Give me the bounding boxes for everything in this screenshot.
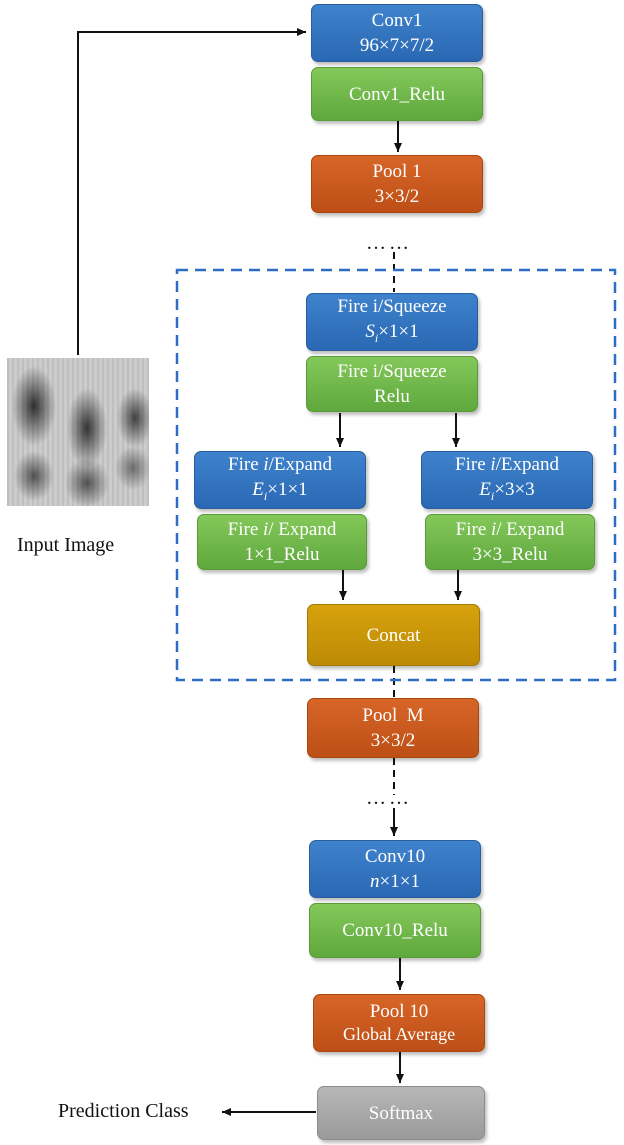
conv1-relu-label: Conv1_Relu <box>348 83 446 105</box>
conv10-label: Conv10 <box>364 846 426 867</box>
fire-expand-1x1-params: Ei×1×1 <box>252 477 307 509</box>
conv1-params: 96×7×7/2 <box>359 35 435 56</box>
fire-expand-3x3-relu-var: i <box>491 519 497 540</box>
conv1-relu-box: Conv1_Relu <box>311 67 483 121</box>
fire-expand-1x1-relu-pre: Fire <box>227 519 263 540</box>
fire-expand-3x3-relu-pre: Fire <box>455 519 491 540</box>
fire-squeeze-label: Fire i/Squeeze <box>337 295 447 317</box>
pool-m-label: Pool M <box>362 705 424 726</box>
fire-expand-1x1-sub: i <box>263 488 268 503</box>
fire-expand-3x3-relu-post: / Expand <box>496 519 565 540</box>
softmax-label: Softmax <box>368 1102 434 1124</box>
fire-expand-1x1-relu-label: Fire i/ Expand <box>228 517 337 542</box>
prediction-class-caption: Prediction Class <box>58 1100 189 1122</box>
conv10-params: n×1×1 <box>370 869 420 894</box>
input-to-conv1-arrow <box>77 28 306 355</box>
fire-expand-3x3-post: /Expand <box>495 453 559 475</box>
conv10-dims: ×1×1 <box>379 871 420 892</box>
fire-expand-3x3-dims: ×3×3 <box>494 478 535 500</box>
pool1-label: Pool 1 <box>372 161 422 182</box>
fire-squeeze-relu-label: Fire i/Squeeze <box>337 361 447 382</box>
fire-expand-1x1-relu-sub: 1×1_Relu <box>244 544 320 565</box>
fire-expand-1x1-relu-post: / Expand <box>268 519 337 540</box>
concat-box: Concat <box>307 604 480 666</box>
fire-squeeze-sub: i <box>374 330 379 345</box>
pool10-label: Pool 10 <box>369 1001 429 1022</box>
fire-expand-3x3-box: Fire i/Expand Ei×3×3 <box>421 451 593 509</box>
conv10-var: n <box>370 871 380 892</box>
fire-expand-1x1-relu-var: i <box>263 519 269 540</box>
fire-expand-1x1-post: /Expand <box>268 453 332 475</box>
fire-expand-1x1-box: Fire i/Expand Ei×1×1 <box>194 451 366 509</box>
fire-expand-3x3-pre: Fire <box>455 453 491 475</box>
fire-expand-3x3-relu-sub: 3×3_Relu <box>472 544 548 565</box>
pool-m-params: 3×3/2 <box>370 730 416 751</box>
concat-label: Concat <box>366 624 421 646</box>
fire-expand-3x3-sub: i <box>490 488 495 503</box>
input-image <box>7 358 149 506</box>
fire-expand-3x3-e: E <box>479 478 491 500</box>
fire-squeeze-dims: ×1×1 <box>378 320 419 342</box>
pool10-params: Global Average <box>342 1024 456 1044</box>
fire-expand-3x3-var: i <box>490 453 496 475</box>
conv10-box: Conv10 n×1×1 <box>309 840 481 898</box>
pool10-box: Pool 10 Global Average <box>313 994 485 1052</box>
fire-squeeze-params: Si×1×1 <box>365 319 418 351</box>
conv1-box: Conv1 96×7×7/2 <box>311 4 483 62</box>
fire-squeeze-var: S <box>365 320 375 342</box>
fire-expand-3x3-label: Fire i/Expand <box>455 452 559 477</box>
fire-squeeze-relu-box: Fire i/Squeeze Relu <box>306 356 478 412</box>
fire-expand-3x3-relu-label: Fire i/ Expand <box>456 517 565 542</box>
softmax-box: Softmax <box>317 1086 485 1140</box>
input-image-caption: Input Image <box>17 534 115 556</box>
fire-expand-1x1-var: i <box>263 453 269 475</box>
conv1-label: Conv1 <box>371 10 423 31</box>
fire-squeeze-box: Fire i/Squeeze Si×1×1 <box>306 293 478 351</box>
fire-expand-1x1-label: Fire i/Expand <box>228 452 332 477</box>
ellipsis-top: …… <box>366 232 412 254</box>
conv10-relu-box: Conv10_Relu <box>309 903 481 958</box>
fire-module-group-border <box>175 268 617 682</box>
fire-squeeze-relu-sub: Relu <box>374 386 410 407</box>
ellipsis-bottom: …… <box>366 787 412 809</box>
pool1-box: Pool 1 3×3/2 <box>311 155 483 213</box>
pool-m-box: Pool M 3×3/2 <box>307 698 479 758</box>
fire-expand-1x1-e: E <box>252 478 264 500</box>
fire-expand-1x1-pre: Fire <box>228 453 264 475</box>
fire-expand-1x1-relu-box: Fire i/ Expand 1×1_Relu <box>197 514 367 570</box>
conv10-relu-label: Conv10_Relu <box>342 920 448 941</box>
fire-expand-3x3-params: Ei×3×3 <box>479 477 534 509</box>
fire-expand-3x3-relu-box: Fire i/ Expand 3×3_Relu <box>425 514 595 570</box>
pool1-params: 3×3/2 <box>374 186 420 207</box>
fire-expand-1x1-dims: ×1×1 <box>267 478 308 500</box>
